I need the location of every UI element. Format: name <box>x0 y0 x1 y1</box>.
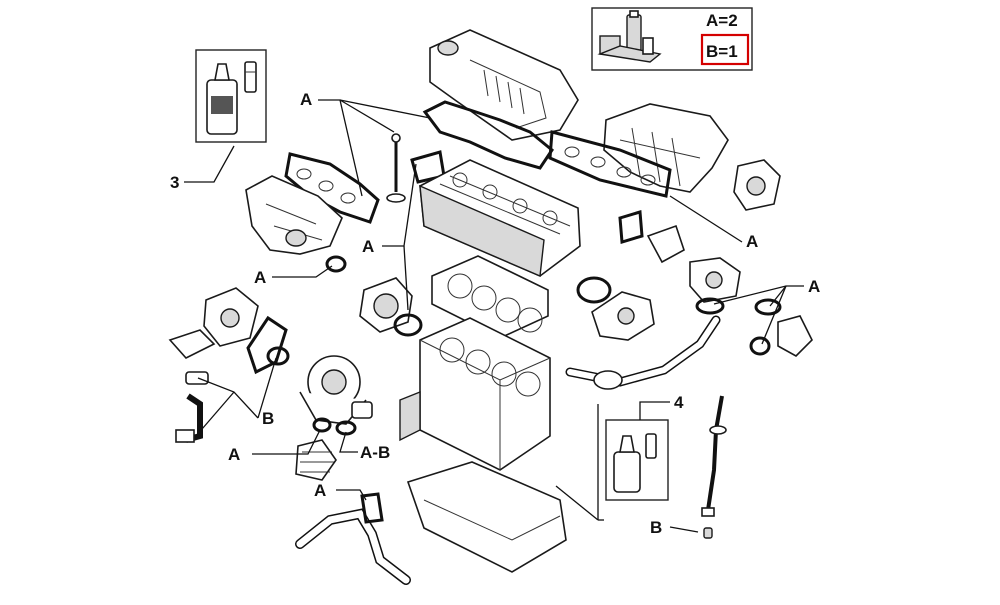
water-pump-o-ring <box>393 313 423 337</box>
exhaust-manifold-gasket <box>284 152 380 224</box>
engine-valve <box>386 133 406 203</box>
callout-a-intake-gasket: A <box>746 232 758 251</box>
legend-highlight-box <box>700 33 750 66</box>
elbow-gasket <box>749 336 771 356</box>
exhaust-flange-gasket <box>325 255 347 273</box>
callout-kit-4: 4 <box>674 393 684 412</box>
callout-b-oil-line: B <box>262 409 274 428</box>
callout-b-dipstick: B <box>650 518 662 537</box>
exhaust-gasket-ports <box>296 168 356 204</box>
cylinder-head <box>419 159 581 278</box>
legend-kit-icon <box>597 10 662 63</box>
turbo-oil-gasket <box>312 417 332 433</box>
egr-gasket-upper <box>695 297 725 315</box>
legend-line-a: A=2 <box>706 11 738 30</box>
coolant-elbow <box>777 315 813 357</box>
water-pump <box>359 277 413 333</box>
intake-gasket-ports <box>564 146 656 186</box>
egr-pipe <box>565 315 721 390</box>
sealant-kit-4 <box>605 419 669 501</box>
connecting-rod <box>168 329 216 359</box>
sealant-kit-3 <box>195 49 267 143</box>
oil-feed-hose <box>295 439 337 481</box>
callout-a-b-turbo: A-B <box>360 443 390 462</box>
leader-lines <box>184 99 804 533</box>
coolant-pipe <box>295 508 411 585</box>
intake-manifold <box>603 103 729 193</box>
coolant-outlet <box>646 224 685 264</box>
pipe-flange-gasket <box>360 492 384 524</box>
legend-line-b: B=1 <box>706 42 738 61</box>
intake-manifold-gasket <box>548 130 672 198</box>
callout-a-pipe: A <box>314 481 326 500</box>
callout-kit-3: 3 <box>170 173 179 192</box>
thermostat-housing <box>591 291 655 341</box>
dipstick-plug <box>703 527 713 539</box>
egr-gasket-right <box>754 298 782 316</box>
callout-a-turbo-oil: A <box>228 445 240 464</box>
timing-cover-gasket <box>246 315 288 375</box>
callout-a-exhaust-gasket: A <box>254 268 266 287</box>
callout-a-valve-cover: A <box>300 90 312 109</box>
callout-a-water-pump: A <box>362 237 374 256</box>
throttle-body <box>733 159 781 211</box>
callout-a-egr: A <box>808 277 820 296</box>
oil-return-pipe <box>175 393 203 443</box>
quantity-legend: A=2 B=1 <box>591 7 753 71</box>
valve-cover <box>429 29 579 141</box>
seal-ring <box>266 346 290 366</box>
thermostat-o-ring <box>576 276 612 304</box>
head-gasket <box>431 255 549 339</box>
exhaust-manifold <box>245 175 343 255</box>
turbocharger <box>299 355 373 425</box>
oil-dipstick <box>701 395 727 517</box>
oil-line-fitting <box>185 371 209 385</box>
engine-block <box>399 317 551 471</box>
egr-valve <box>689 257 741 303</box>
oil-pump-housing <box>203 287 259 347</box>
coolant-flange-gasket <box>618 210 644 244</box>
oil-pan <box>406 461 567 573</box>
